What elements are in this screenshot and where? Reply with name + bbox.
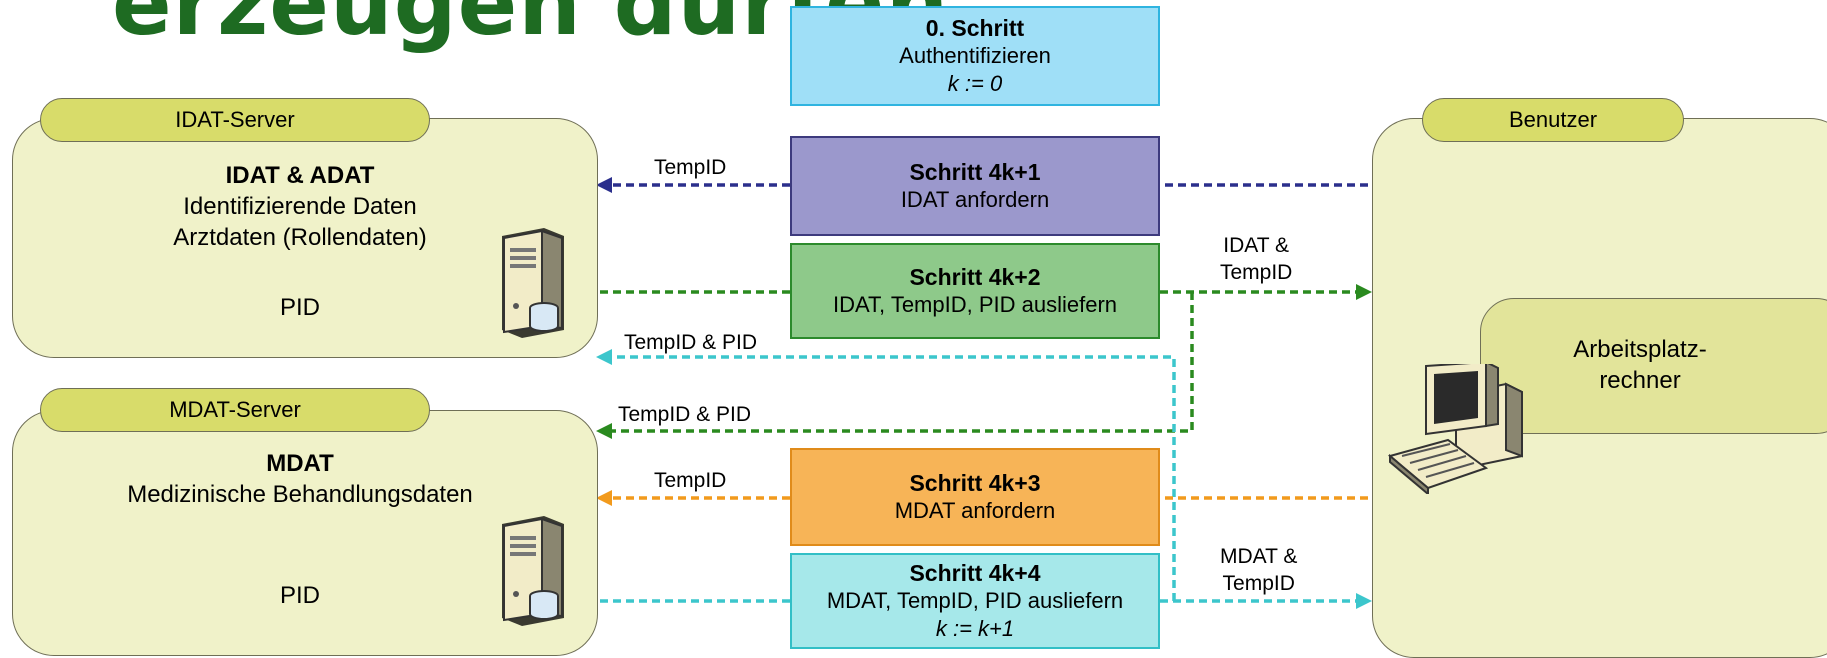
arrowhead-tempid-pid-idat <box>596 349 612 365</box>
step-4k1-text: IDAT anfordern <box>900 187 1050 212</box>
arrowhead-idat-delivery <box>1356 284 1372 300</box>
user-tab: Benutzer <box>1422 98 1684 142</box>
step-0-box: 0. Schritt Authentifizieren k := 0 <box>790 6 1160 106</box>
workstation-computer-icon <box>1387 364 1523 494</box>
idat-server-text: IDAT & ADAT Identifizierende Daten Arztd… <box>110 160 490 253</box>
idat-server-icon <box>502 228 564 338</box>
step-4k4-title: Schritt 4k+4 <box>909 560 1041 586</box>
arrowhead-mdat-request <box>596 490 612 506</box>
workstation-panel <box>1480 298 1827 434</box>
label-tempid-pid-1: TempID & PID <box>624 331 758 354</box>
step-4k4-box: Schritt 4k+4 MDAT, TempID, PID ausliefer… <box>790 553 1160 649</box>
arrowhead-idat-request <box>596 177 612 193</box>
mdat-server-tab: MDAT-Server <box>40 388 430 432</box>
step-4k1-title: Schritt 4k+1 <box>909 159 1041 185</box>
step-0-text: Authentifizieren <box>899 43 1051 68</box>
arrowhead-tempid-pid-mdat <box>596 423 612 439</box>
step-4k2-title: Schritt 4k+2 <box>909 264 1041 290</box>
arrowhead-mdat-delivery <box>1356 593 1372 609</box>
idat-line-2: Arztdaten (Rollendaten) <box>173 224 427 251</box>
step-4k3-box: Schritt 4k+3 MDAT anfordern <box>790 448 1160 546</box>
step-4k4-eq: k := k+1 <box>935 616 1015 641</box>
mdat-server-icon <box>502 516 564 626</box>
label-idat-tempid: IDAT & TempID <box>1220 234 1293 284</box>
label-tempid-2: TempID <box>654 469 727 492</box>
idat-line-1: Identifizierende Daten <box>183 193 417 220</box>
workstation-label: Arbeitsplatz- rechner <box>1573 336 1707 394</box>
mdat-pid: PID <box>279 582 320 609</box>
idat-server-tab: IDAT-Server <box>40 98 430 142</box>
idat-pid: PID <box>279 294 320 321</box>
step-4k2-text: IDAT, TempID, PID ausliefern <box>832 292 1118 317</box>
label-mdat-tempid: MDAT & TempID <box>1220 545 1298 595</box>
label-tempid-1: TempID <box>654 156 727 179</box>
mdat-heading: MDAT <box>266 450 334 477</box>
mdat-delivery-to-idat-line <box>612 355 1176 601</box>
step-0-title: 0. Schritt <box>925 15 1025 41</box>
label-tempid-pid-2: TempID & PID <box>618 403 752 426</box>
mdat-server-text: MDAT Medizinische Behandlungsdaten <box>90 448 510 510</box>
step-4k3-text: MDAT anfordern <box>894 498 1056 523</box>
idat-delivery-to-mdat-line <box>612 292 1194 433</box>
idat-server-panel <box>12 118 598 358</box>
step-4k2-box: Schritt 4k+2 IDAT, TempID, PID ausliefer… <box>790 243 1160 339</box>
step-4k1-box: Schritt 4k+1 IDAT anfordern <box>790 136 1160 236</box>
mdat-line-1: Medizinische Behandlungsdaten <box>127 481 473 508</box>
step-4k3-title: Schritt 4k+3 <box>909 470 1041 496</box>
step-4k4-text: MDAT, TempID, PID ausliefern <box>826 588 1124 613</box>
mdat-server-panel <box>12 410 598 656</box>
idat-heading: IDAT & ADAT <box>225 162 375 189</box>
step-0-eq: k := 0 <box>947 71 1003 96</box>
